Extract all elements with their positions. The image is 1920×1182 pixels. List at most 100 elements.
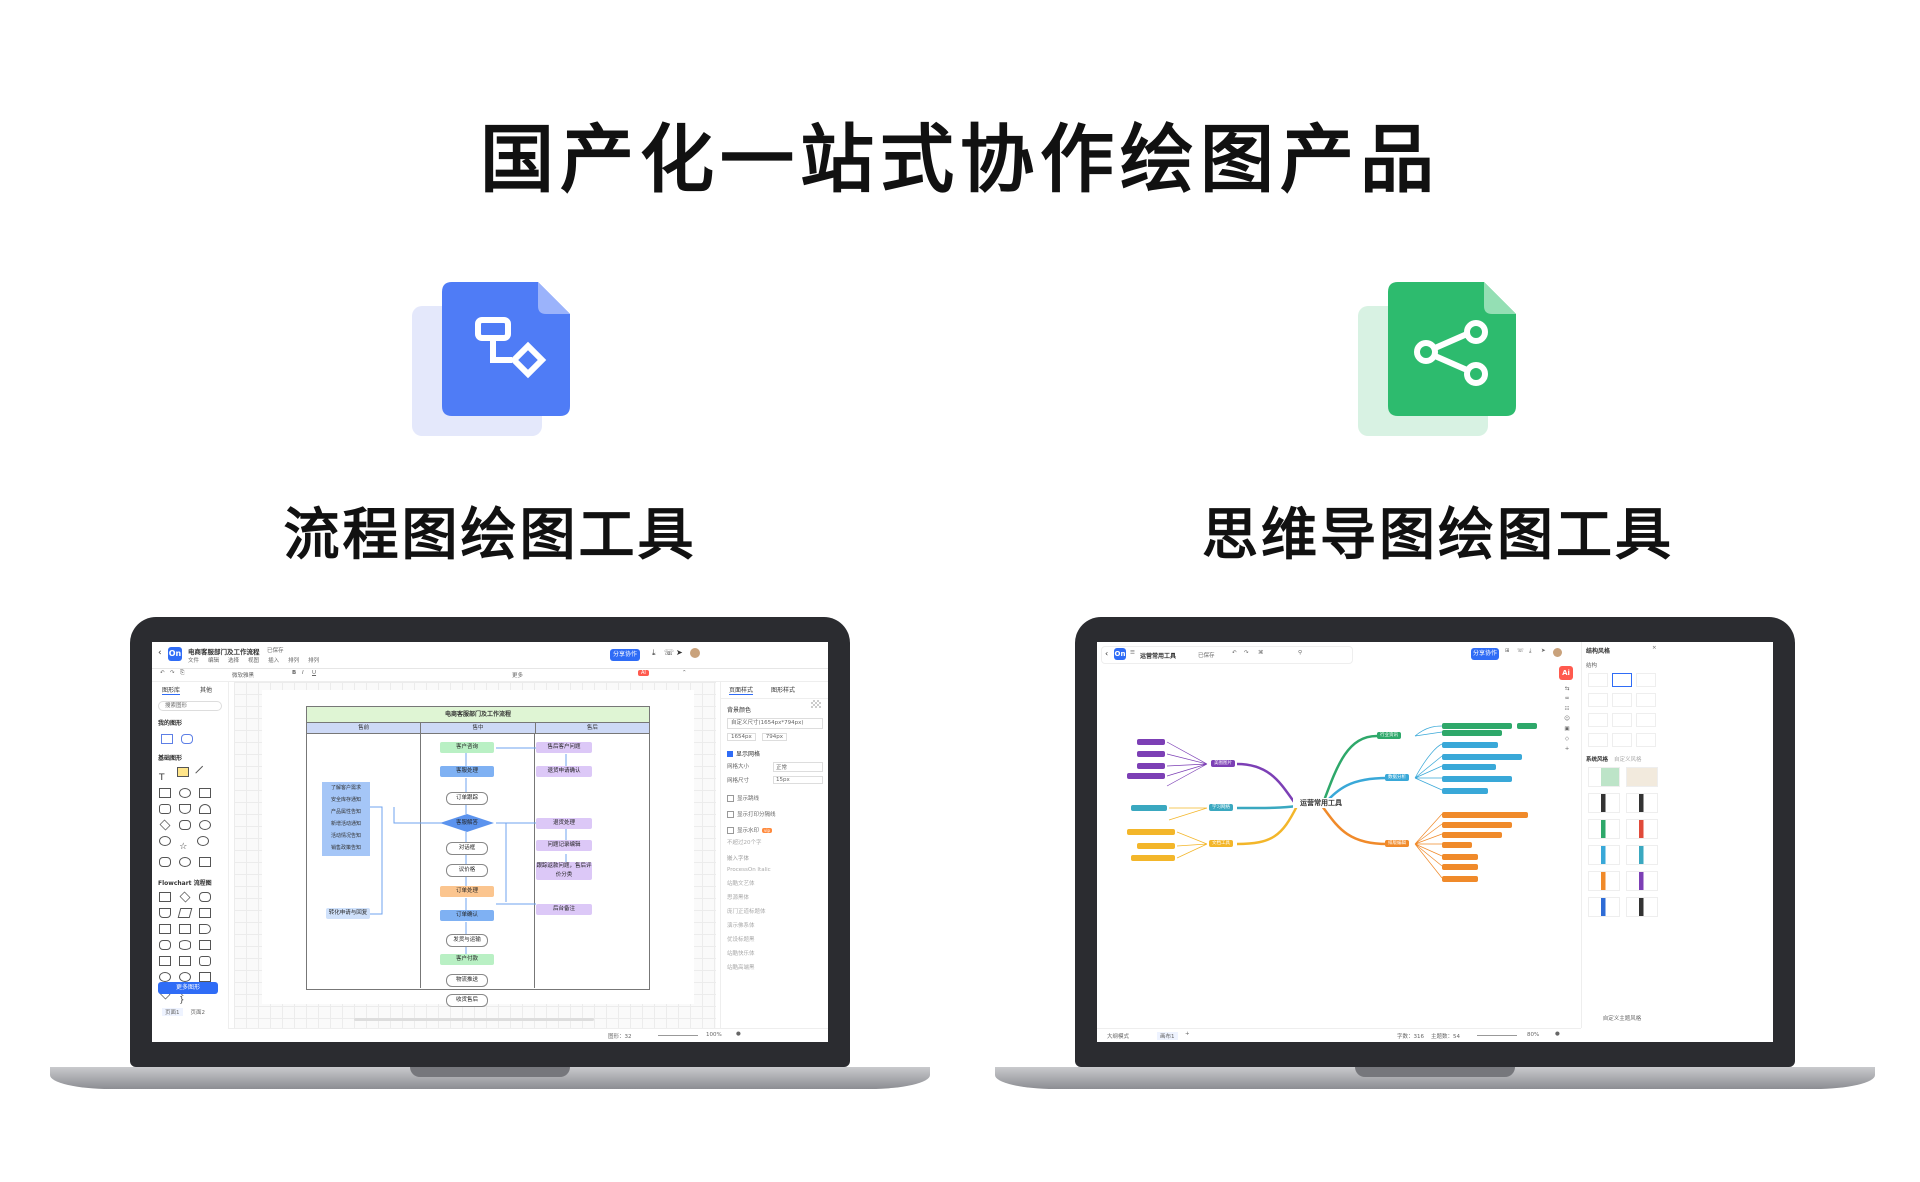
node-return-process[interactable]: 退货处理 [536,818,592,829]
menu-arrange[interactable]: 排列 [288,658,300,664]
fc-prep[interactable] [199,956,212,966]
leaf-node[interactable] [1442,842,1472,848]
zoom-slider[interactable] [658,1035,698,1036]
node-logistics[interactable]: 物流推送 [446,974,488,987]
watermark-input[interactable]: 不超过20个字 [727,840,762,846]
structure-option[interactable] [1612,693,1632,707]
structure-option[interactable] [1612,733,1632,747]
theme-option[interactable] [1626,871,1658,891]
shape-triangle[interactable] [179,804,192,814]
mind-canvas[interactable]: 运营常用工具 行业资讯 数据分析 排版编辑 美图图片 学习网络 文档工具 [1097,666,1557,1028]
node-customer-pay[interactable]: 客户付款 [440,954,494,965]
leaf-node[interactable] [1131,855,1175,861]
presale-list-box[interactable]: 了解客户需求 安全库存通知 产品属性告知 新增活动通知 活动情况告知 销售政策告… [322,782,370,856]
shape-rect[interactable] [159,788,171,798]
download-icon[interactable]: ⤓ [652,648,656,657]
page-size-select[interactable]: 自定义尺寸(1654px*794px) [727,718,823,729]
undo-icon[interactable]: ↶ [160,670,165,676]
flow-share-button[interactable]: 分享协作 [610,649,640,661]
bold-icon[interactable]: B [292,670,297,676]
shape-rounded[interactable] [181,734,194,744]
theme-option[interactable] [1588,819,1620,839]
phone-icon[interactable]: ☏ [664,648,675,657]
zoom-slider[interactable] [1477,1035,1517,1036]
my-shapes-header[interactable]: 我的图形 [158,720,183,727]
node-return-confirm[interactable]: 退货申请确认 [536,766,592,777]
canvas-scrollbar[interactable] [354,1018,594,1021]
more-tools[interactable]: 更多 [512,673,524,679]
leaf-node[interactable] [1442,788,1488,794]
grid-size-select[interactable]: 正常 [773,762,823,772]
help-icon[interactable]: ● [1555,1031,1560,1037]
node-order-process[interactable]: 订单处理 [440,886,494,897]
height-input[interactable]: 794px [761,733,787,741]
print-checkbox[interactable] [727,810,734,818]
node-receive-after[interactable]: 收货售后 [446,994,488,1007]
add-canvas-icon[interactable]: + [1185,1031,1190,1037]
structure-option[interactable] [1612,673,1632,687]
mind-center-node[interactable]: 运营常用工具 [1293,798,1349,808]
fc-card[interactable] [199,940,212,950]
tab-other[interactable]: 其他 [200,687,213,694]
branch-industry-news[interactable]: 行业资讯 [1377,732,1401,739]
node-order-tracking[interactable]: 订单跟踪 [446,792,488,805]
back-chevron-icon[interactable]: ‹ [158,648,162,658]
zoom-level[interactable]: 100% [706,1032,722,1038]
fc-or[interactable] [159,972,171,982]
send-icon[interactable]: ➤ [1541,648,1546,654]
fc-database[interactable] [179,940,192,950]
fc-storage[interactable] [159,924,171,934]
link-icon[interactable]: ⚲ [1298,650,1303,656]
shape-star[interactable]: ☆ [179,842,188,852]
structure-icon[interactable]: ⇆ [1564,686,1570,692]
lane-header-aftersale[interactable]: 售后 [586,725,598,731]
node-dialog[interactable]: 对话框 [446,842,488,855]
fc-summing[interactable] [179,972,192,982]
font-option[interactable]: 思源黑体 [727,895,750,901]
outline-mode-toggle[interactable]: 大纲模式 [1107,1034,1130,1040]
branch-image-tools[interactable]: 美图图片 [1211,760,1235,767]
tab-page-style[interactable]: 页面样式 [729,687,754,695]
theme-option[interactable] [1626,793,1658,813]
node-order-confirm[interactable]: 订单确认 [440,910,494,921]
redo-icon[interactable]: ↷ [170,670,175,676]
leaf-node[interactable] [1127,773,1165,779]
phone-icon[interactable]: ☏ [1517,648,1524,654]
leaf-node[interactable] [1137,763,1165,769]
flow-canvas[interactable]: 电商客服部门及工作流程 售前 售中 售后 了 [234,682,716,1028]
page-tab-1[interactable]: 页面1 [162,1008,183,1016]
structure-option[interactable] [1636,673,1656,687]
menu-view[interactable]: 视图 [248,658,260,664]
leaf-node[interactable] [1442,822,1512,828]
structure-option[interactable] [1636,693,1656,707]
node-backend-note[interactable]: 后台备注 [536,904,592,915]
leaf-node[interactable] [1442,854,1478,860]
node-service-handle[interactable]: 客服处理 [440,766,494,777]
font-select[interactable]: 微软雅黑 [232,673,255,679]
leaf-node[interactable] [1442,742,1498,748]
branch-document-tools[interactable]: 文档工具 [1209,840,1233,847]
leaf-node[interactable] [1137,739,1165,745]
style-icon[interactable]: ♒ [1564,696,1570,702]
node-after-issue[interactable]: 售后客户问题 [536,742,592,753]
shape-trapezoid[interactable] [199,804,212,814]
font-option[interactable]: 站酷高端黑 [727,965,755,971]
emoji-icon[interactable]: ☺ [1564,716,1570,722]
branch-data-analysis[interactable]: 数据分析 [1385,774,1409,781]
menu-select[interactable]: 选择 [228,658,240,664]
shape-cylinder[interactable] [197,836,210,846]
mind-share-button[interactable]: 分享协作 [1471,648,1499,660]
font-option[interactable]: 站酷文艺体 [727,881,755,887]
avatar[interactable] [1553,648,1562,657]
canvas-tab[interactable]: 画布1 [1157,1032,1178,1040]
theme-option[interactable] [1626,819,1658,839]
structure-option[interactable] [1636,713,1656,727]
shape-diamond[interactable] [159,819,171,831]
lane-header-presale[interactable]: 售前 [307,723,422,733]
leaf-node[interactable] [1442,754,1522,760]
undo-icon[interactable]: ↶ [1232,650,1237,656]
node-problem-record[interactable]: 问题记录编辑 [536,840,592,851]
tab-shape-library[interactable]: 图形库 [162,687,181,695]
shape-pentagon[interactable] [179,820,192,830]
flow-app-logo[interactable]: On [168,647,182,661]
